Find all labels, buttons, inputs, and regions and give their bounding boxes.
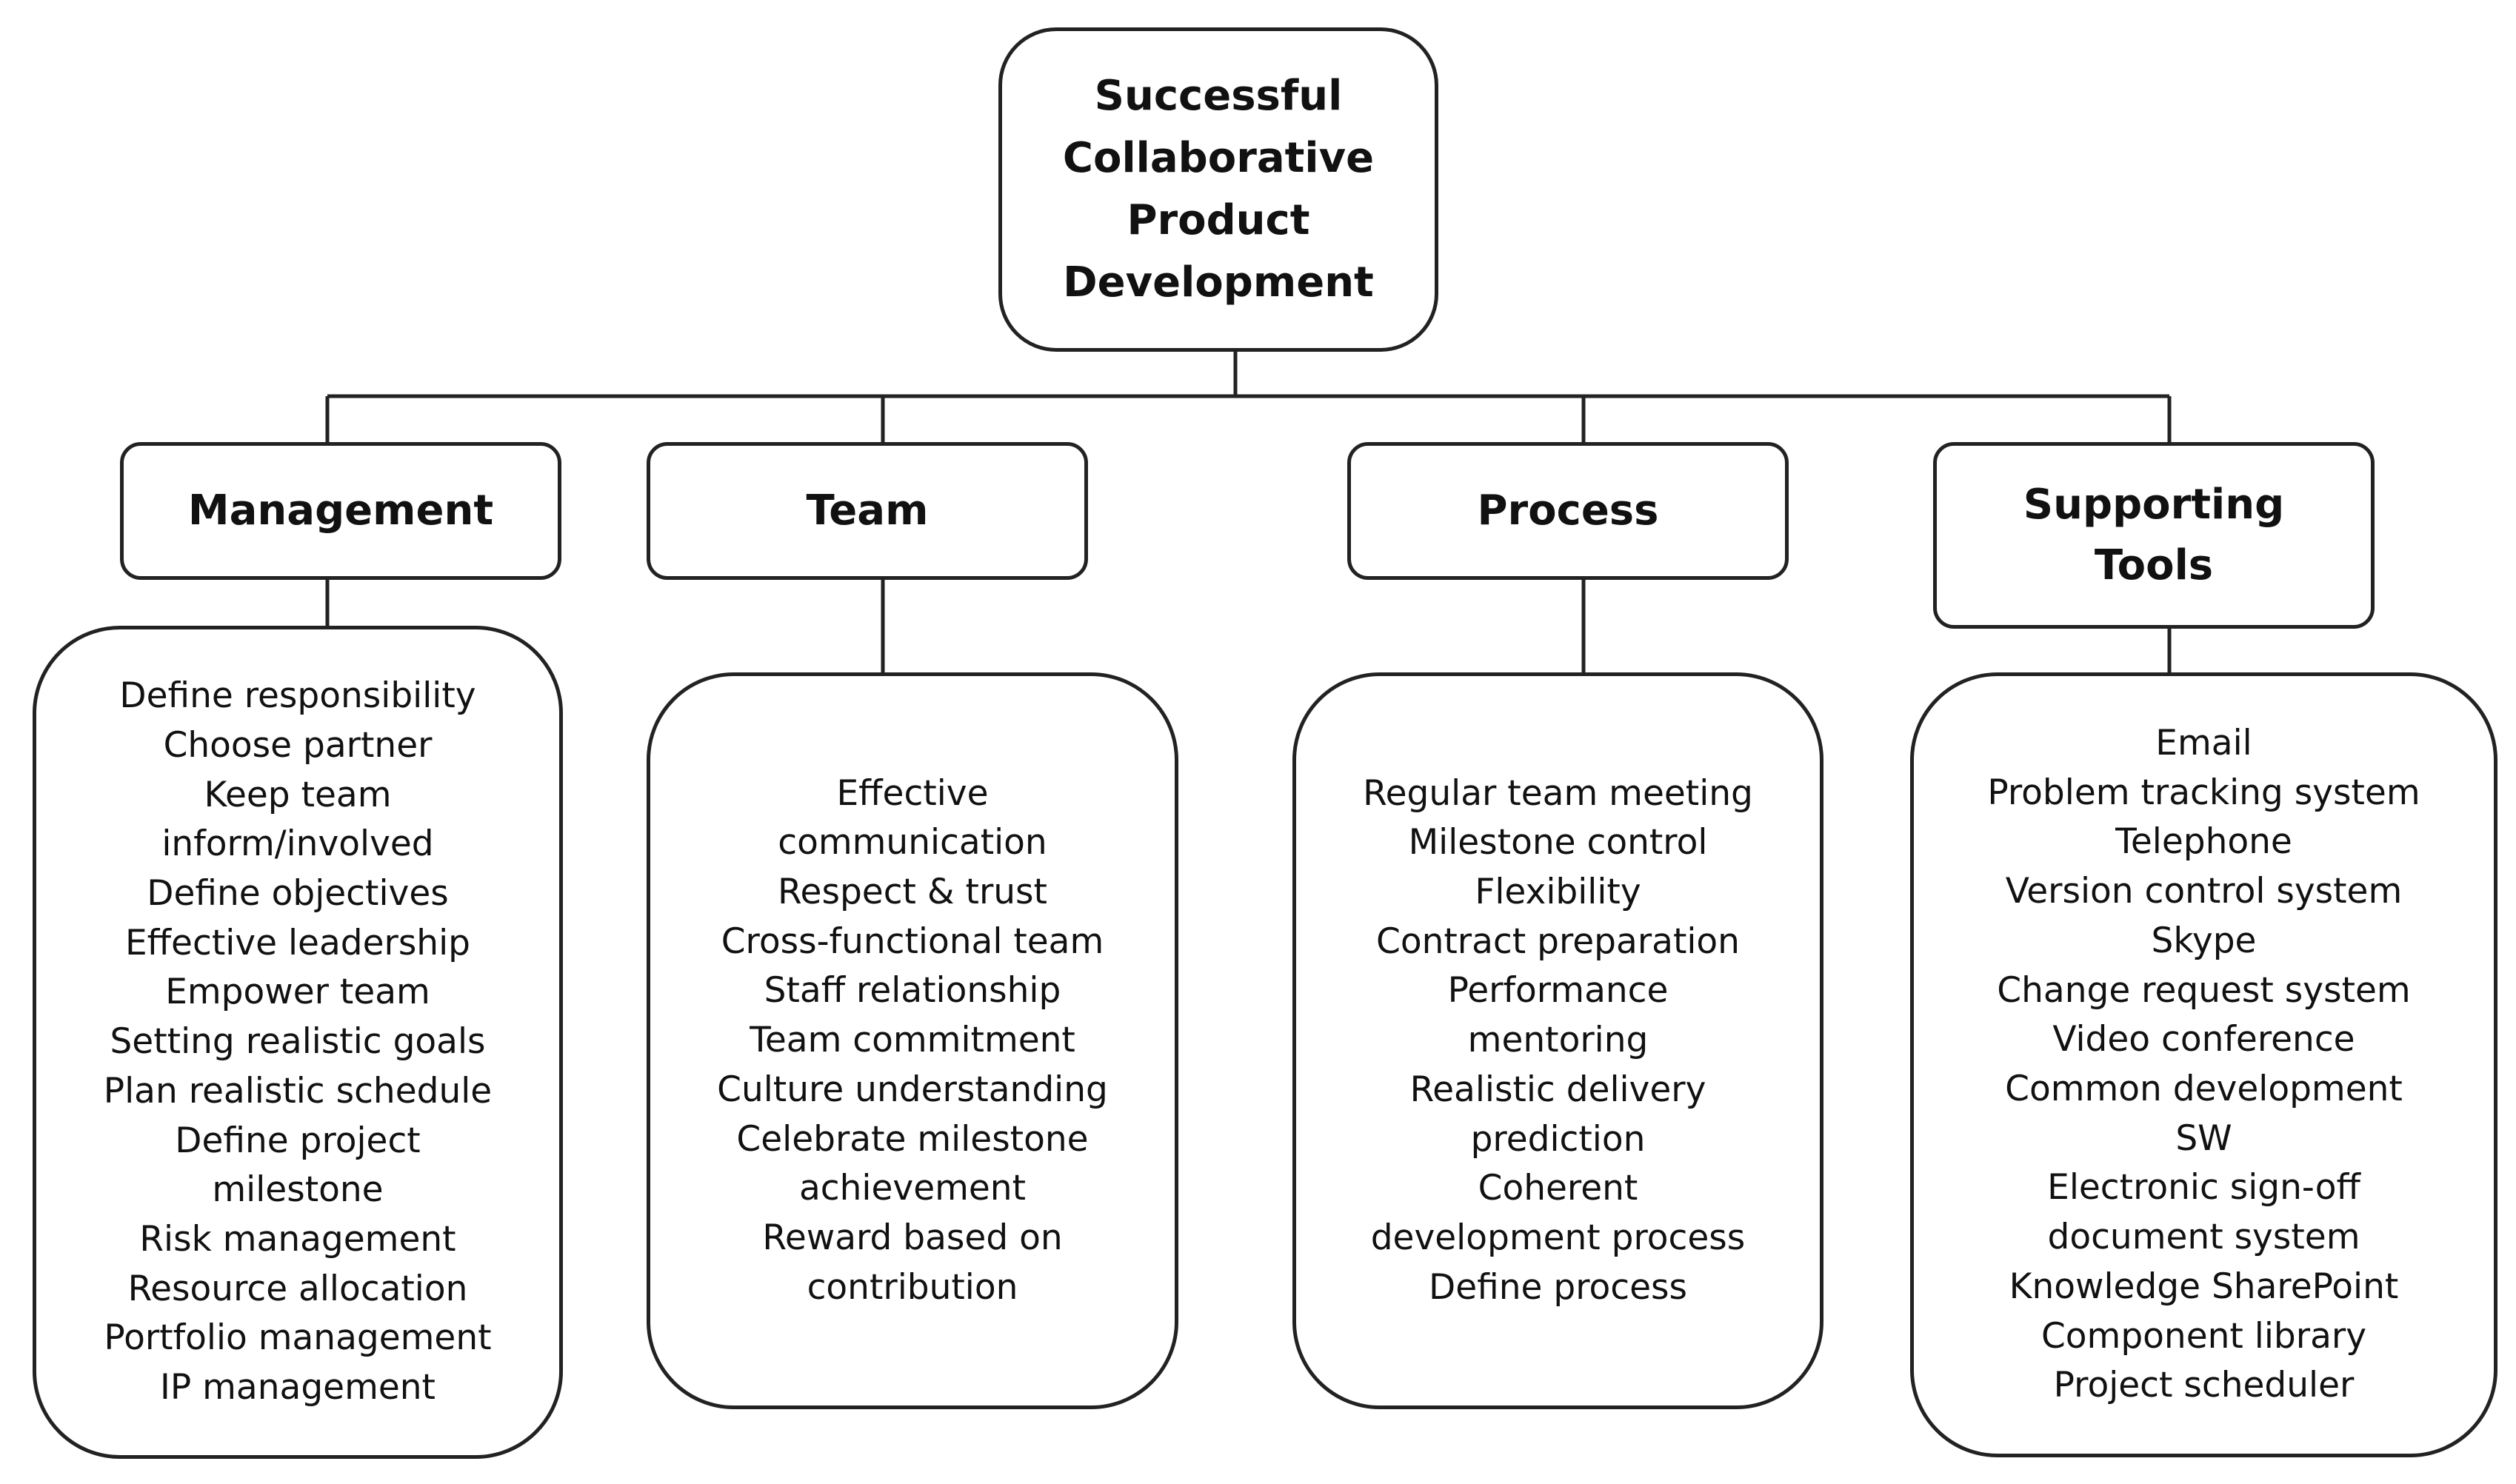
list-item: inform/involved	[161, 823, 434, 865]
list-item: Video conference	[2052, 1019, 2355, 1060]
list-item: Setting realistic goals	[110, 1021, 486, 1063]
list-item: milestone	[212, 1169, 384, 1211]
list-item: Plan realistic schedule	[103, 1070, 493, 1112]
category-title: Team	[806, 487, 929, 535]
list-item: Version control system	[2005, 871, 2403, 912]
list-item: Project scheduler	[2053, 1365, 2355, 1406]
list-item: Resource allocation	[127, 1268, 468, 1309]
list-item: Change request system	[1997, 969, 2411, 1011]
list-item: Electronic sign-off	[2047, 1167, 2360, 1209]
list-item: Define responsibility	[119, 675, 476, 717]
list-item: Define process	[1429, 1266, 1687, 1308]
management-factor-list: Define responsibility Choose partner Kee…	[33, 626, 563, 1459]
list-item: Common development	[2005, 1069, 2403, 1109]
list-item: Flexibility	[1475, 872, 1641, 913]
root-title-line: Development	[1063, 258, 1374, 307]
list-item: Knowledge SharePoint	[2009, 1266, 2399, 1307]
process-factor-list: Regular team meeting Milestone control F…	[1292, 672, 1823, 1409]
list-item: Choose partner	[163, 724, 433, 766]
list-item: Empower team	[165, 972, 430, 1013]
root-title-line: Product	[1127, 196, 1310, 244]
root-title-line: Collaborative	[1062, 134, 1375, 182]
list-item: contribution	[807, 1266, 1018, 1308]
team-factor-list: Effective communication Respect & trust …	[647, 672, 1178, 1409]
category-team: Team	[647, 442, 1088, 580]
list-item: Portfolio management	[104, 1317, 492, 1359]
root-title: Successful Collaborative Product Develop…	[1063, 65, 1374, 314]
list-item: communication	[778, 822, 1047, 863]
list-item: Respect & trust	[778, 872, 1047, 913]
list-item: Contract preparation	[1376, 920, 1740, 962]
list-item: development process	[1370, 1217, 1746, 1258]
list-item: Cross-functional team	[721, 920, 1104, 962]
list-item: SW	[2175, 1117, 2232, 1159]
list-item: mentoring	[1467, 1020, 1649, 1061]
list-item: Keep team	[204, 774, 392, 815]
list-item: prediction	[1470, 1118, 1646, 1160]
category-title: Management	[187, 487, 494, 535]
list-item: Define project	[175, 1120, 421, 1161]
category-supporting-tools: Supporting Tools	[1933, 442, 2375, 629]
list-item: Celebrate milestone	[736, 1118, 1089, 1160]
list-item: Culture understanding	[717, 1069, 1108, 1110]
list-item: Risk management	[139, 1218, 456, 1260]
category-management: Management	[120, 442, 561, 580]
list-item: Problem tracking system	[1987, 772, 2420, 813]
category-title: Process	[1477, 487, 1659, 535]
list-item: achievement	[798, 1168, 1027, 1209]
root-node: Successful Collaborative Product Develop…	[998, 27, 1438, 352]
list-item: Telephone	[2115, 821, 2292, 863]
category-title: Supporting Tools	[2023, 475, 2284, 596]
list-item: Milestone control	[1408, 822, 1708, 863]
list-item: Effective leadership	[124, 922, 470, 963]
supporting-tools-factor-list: Email Problem tracking system Telephone …	[1910, 672, 2497, 1457]
list-item: Staff relationship	[764, 970, 1061, 1012]
list-item: Effective	[836, 772, 989, 814]
list-item: Team commitment	[750, 1020, 1075, 1061]
list-item: Performance	[1447, 970, 1669, 1012]
list-item: Component library	[2041, 1315, 2367, 1357]
list-item: Realistic delivery	[1409, 1069, 1706, 1110]
list-item: IP management	[160, 1367, 436, 1408]
list-item: Reward based on	[762, 1217, 1063, 1258]
category-title-line: Tools	[2094, 541, 2214, 589]
list-item: Coherent	[1478, 1168, 1638, 1209]
list-item: Email	[2155, 723, 2252, 764]
list-item: document system	[2047, 1217, 2360, 1258]
list-item: Skype	[2151, 920, 2257, 961]
list-item: Define objectives	[147, 873, 449, 915]
root-title-line: Successful	[1094, 72, 1343, 120]
category-process: Process	[1347, 442, 1789, 580]
category-title-line: Supporting	[2023, 481, 2285, 529]
list-item: Regular team meeting	[1363, 772, 1753, 814]
